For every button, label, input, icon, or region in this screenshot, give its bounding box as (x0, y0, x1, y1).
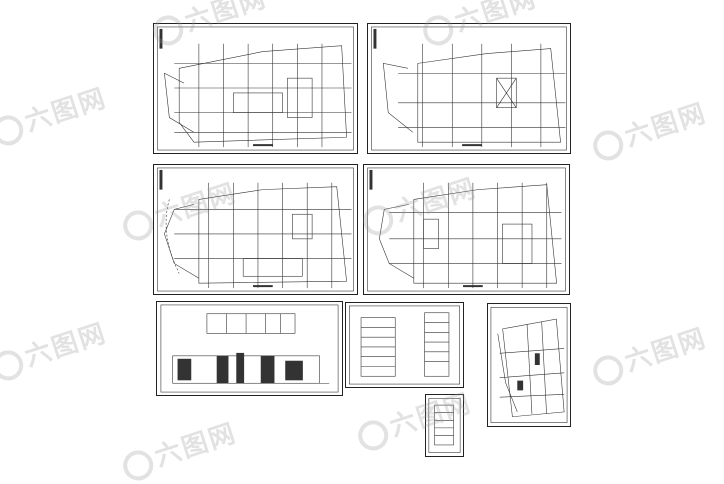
drawing-sheet-plan-3 (153, 164, 358, 295)
drawing-sheet-site-plan (487, 303, 571, 427)
drawing-sheet-section-1 (345, 302, 464, 388)
floor-plan-drawing (371, 26, 567, 151)
section-drawing (349, 305, 460, 385)
elevation-drawing (160, 304, 339, 393)
drawing-sheet-elevation-1 (156, 301, 343, 396)
watermark: 六图网 (117, 413, 241, 484)
drawing-sheet-plan-4 (363, 164, 570, 295)
drawing-sheet-detail-1 (425, 394, 464, 457)
watermark: 六图网 (587, 93, 711, 165)
watermark: 六图网 (587, 318, 711, 390)
floor-plan-drawing (367, 167, 566, 292)
floor-plan-drawing (157, 167, 354, 292)
floor-plan-drawing (157, 26, 354, 151)
site-plan-drawing (490, 307, 568, 423)
watermark: 六图网 (0, 78, 111, 150)
detail-drawing (428, 398, 461, 453)
drawing-sheet-plan-2 (367, 23, 571, 154)
drawing-sheet-plan-1 (153, 23, 358, 154)
watermark: 六图网 (0, 313, 111, 385)
